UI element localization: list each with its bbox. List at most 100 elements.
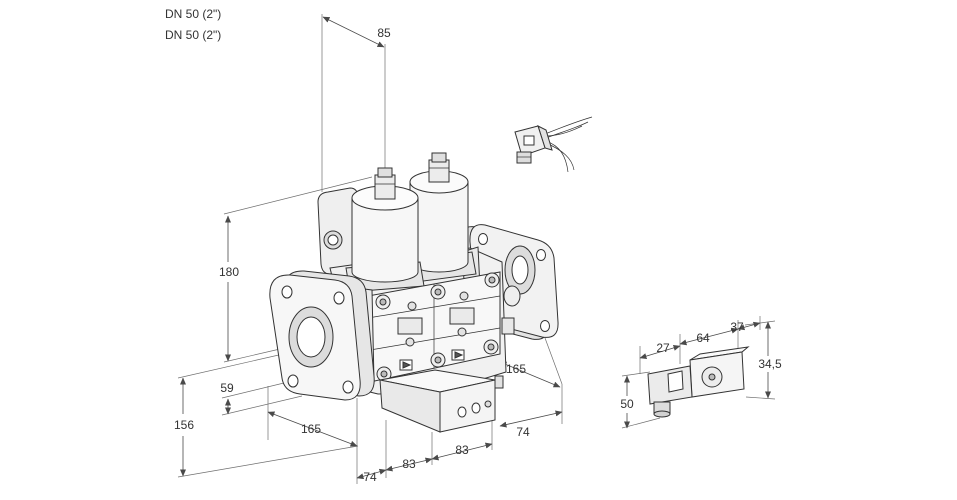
actuator-window bbox=[667, 370, 684, 393]
dimension-label: 156 bbox=[174, 418, 194, 432]
test-nipple bbox=[494, 375, 504, 389]
screw-head bbox=[434, 356, 442, 364]
small-screw bbox=[457, 327, 467, 337]
dimension-label: 74 bbox=[516, 425, 530, 439]
dimension-label: 165 bbox=[506, 362, 526, 376]
dimension-label: 37 bbox=[730, 320, 744, 334]
ext-line-50-bottom bbox=[621, 417, 661, 429]
coil-right-body bbox=[409, 181, 469, 273]
dimension-label: 83 bbox=[455, 443, 469, 457]
left-flange-bolt-hole bbox=[342, 380, 354, 394]
dimension-label: 165 bbox=[301, 422, 321, 436]
ext-line-156-bottom bbox=[177, 445, 359, 478]
dimension-label: 180 bbox=[219, 265, 239, 279]
dim-line-27 bbox=[639, 344, 681, 360]
coil-left-body bbox=[351, 197, 419, 283]
valve-dimension-labels: 85 180 59 156 165 165 74 83 83 74 bbox=[174, 26, 530, 484]
header-line-1: DN 50 (2") bbox=[165, 7, 221, 21]
coil-left-connector bbox=[374, 174, 396, 200]
mounting-ear-plate bbox=[317, 187, 361, 275]
plug-cable-wire bbox=[544, 116, 593, 135]
coil-right-connector-cap bbox=[431, 152, 447, 163]
screw-head bbox=[488, 276, 496, 284]
plug-cable-wire bbox=[544, 125, 583, 137]
bottom-block-front bbox=[439, 379, 496, 433]
screw-head bbox=[380, 370, 388, 378]
ext-line-34-5-bottom bbox=[745, 396, 776, 400]
module-indicator-arrow bbox=[454, 351, 464, 359]
dim-line-64 bbox=[679, 327, 739, 346]
ext-line-156-top bbox=[177, 351, 293, 379]
plug-nut bbox=[516, 151, 532, 164]
module-window bbox=[397, 317, 423, 335]
small-screw bbox=[459, 291, 469, 301]
right-flange-bolt-hole bbox=[478, 233, 488, 245]
actuator-detail bbox=[647, 346, 750, 418]
left-flange-bolt-hole bbox=[333, 291, 345, 305]
right-flange-bolt-hole bbox=[536, 249, 546, 261]
valve-modules bbox=[367, 271, 501, 383]
valve-assembly bbox=[269, 152, 559, 433]
right-flange-bolt-hole bbox=[540, 320, 550, 332]
small-screw bbox=[405, 337, 415, 347]
left-flange-bolt-hole bbox=[281, 285, 293, 299]
dimension-label: 64 bbox=[696, 331, 710, 345]
ext-line-165-right-b bbox=[544, 337, 563, 385]
right-flange-bore-inner bbox=[511, 255, 529, 285]
header-labels: DN 50 (2") DN 50 (2") bbox=[165, 7, 221, 42]
bottom-block-plug bbox=[484, 400, 492, 408]
coil-right bbox=[409, 152, 477, 283]
bottom-block-port bbox=[471, 402, 481, 414]
plug-cable-wire bbox=[545, 121, 589, 139]
coil-right-connector bbox=[428, 159, 450, 183]
ext-line-59-top bbox=[221, 381, 289, 399]
dim-line-74-left bbox=[356, 468, 387, 480]
dimension-label: 85 bbox=[377, 26, 391, 40]
dim-line-83-b bbox=[431, 442, 493, 461]
bottom-block-port bbox=[457, 406, 467, 418]
ext-line-50-top bbox=[621, 371, 651, 377]
dimension-label: 74 bbox=[363, 470, 377, 484]
dimension-label: 50 bbox=[620, 397, 634, 411]
ext-line-180-top bbox=[223, 176, 373, 215]
module-window bbox=[449, 307, 475, 325]
plug-connector bbox=[514, 116, 593, 173]
dim-line-74-right bbox=[499, 410, 563, 428]
mounting-ear-hole-inner bbox=[327, 234, 339, 246]
left-flange bbox=[269, 270, 375, 401]
screw-head bbox=[487, 343, 495, 351]
dim-line-165-right bbox=[499, 361, 561, 388]
actuator-cable-gland-end bbox=[653, 410, 671, 418]
bottom-block bbox=[379, 369, 504, 433]
screw-head bbox=[379, 298, 387, 306]
coil-left bbox=[345, 167, 425, 293]
screw-head bbox=[434, 288, 442, 296]
actuator-dial-center bbox=[708, 373, 716, 381]
dim-line-85 bbox=[322, 16, 385, 48]
plug-label bbox=[523, 135, 535, 146]
dimension-label: 83 bbox=[402, 457, 416, 471]
ext-line-59-bottom bbox=[221, 395, 303, 416]
small-screw bbox=[407, 301, 417, 311]
module-indicator-arrow bbox=[402, 361, 412, 369]
dimension-lines bbox=[180, 16, 771, 480]
header-line-2: DN 50 (2") bbox=[165, 28, 221, 42]
side-fitting bbox=[503, 285, 521, 307]
dim-line-37 bbox=[737, 321, 761, 331]
dimension-label: 59 bbox=[220, 381, 234, 395]
left-flange-bore-inner bbox=[296, 316, 326, 358]
dimension-label: 34,5 bbox=[758, 357, 782, 371]
module-band-line bbox=[369, 327, 501, 351]
left-flange-bolt-hole bbox=[287, 374, 299, 388]
dim-line-165-left bbox=[267, 411, 358, 447]
dimension-label: 27 bbox=[656, 341, 670, 355]
dim-line-83-a bbox=[385, 457, 433, 472]
mounting-ear bbox=[317, 187, 361, 275]
side-fitting-stub bbox=[501, 317, 515, 335]
ext-line-180-bottom bbox=[223, 348, 281, 363]
actuator-dimension-labels: 27 64 37 34,5 50 bbox=[620, 320, 782, 411]
module-band-line bbox=[367, 295, 501, 319]
coil-left-connector-cap bbox=[377, 167, 393, 178]
